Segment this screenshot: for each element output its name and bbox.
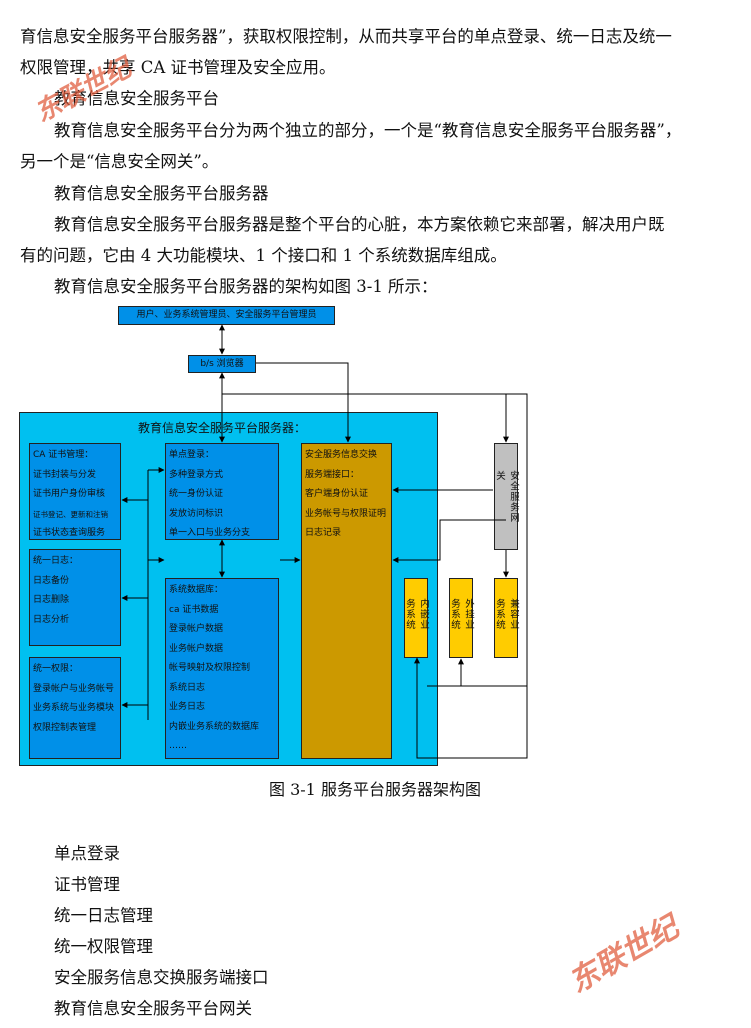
interface-module-item: 业务帐号与权限证明	[305, 508, 387, 519]
database-module-title: 系统数据库：	[169, 585, 224, 595]
compatible-system-box: 兼容业务系统	[494, 578, 519, 658]
log-module: 统一日志： 日志备份 日志删除 日志分析	[29, 549, 121, 646]
list-item: 统一日志管理	[54, 906, 153, 925]
ca-module-title: CA 证书管理：	[33, 450, 94, 460]
plugin-system-label: 外挂业务系统	[449, 598, 474, 631]
paragraph-line-3: 教育信息安全服务平台分为两个独立的部分，一个是“教育信息安全服务平台服务器”，	[54, 121, 682, 140]
permission-module-title: 统一权限：	[33, 664, 79, 674]
log-module-item: 日志备份	[33, 575, 70, 586]
list-item: 统一权限管理	[54, 937, 153, 956]
ca-module-item: 证书用户身份审核	[33, 489, 106, 499]
interface-module-item: 日志记录	[305, 528, 342, 538]
ca-module: CA 证书管理： 证书封装与分发 证书用户身份审核 证书登记、更新和注销 证书状…	[29, 443, 121, 540]
database-module-item: 登录帐户数据	[169, 624, 224, 634]
interface-module: 安全服务信息交换 服务端接口： 客户端身份认证 业务帐号与权限证明 日志记录	[301, 443, 392, 759]
paragraph-line-4: 另一个是“信息安全网关”。	[20, 152, 219, 171]
database-module-item: 业务日志	[169, 702, 206, 712]
permission-module-item: 登录帐户与业务帐号	[33, 683, 115, 694]
ca-module-item: 证书封装与分发	[33, 469, 97, 480]
database-module-item: ca 证书数据	[169, 604, 219, 615]
paragraph-line-7: 教育信息安全服务平台服务器的架构如图 3-1 所示：	[54, 277, 438, 296]
sso-module-item: 多种登录方式	[169, 469, 224, 480]
sso-module-item: 发放访问标识	[169, 508, 224, 519]
heading-server: 教育信息安全服务平台服务器	[54, 184, 269, 203]
interface-module-title: 安全服务信息交换	[305, 450, 378, 460]
list-item: 教育信息安全服务平台网关	[54, 999, 252, 1018]
plugin-system-box: 外挂业务系统	[449, 578, 474, 658]
paragraph-line-6: 有的问题，它由 4 大功能模块、1 个接口和 1 个系统数据库组成。	[20, 246, 507, 265]
embedded-system-box: 内嵌业务系统	[404, 578, 429, 658]
sso-module-item: 统一身份认证	[169, 489, 224, 499]
database-module-item: 帐号映射及权限控制	[169, 663, 251, 673]
compatible-system-label: 兼容业务系统	[494, 598, 519, 631]
interface-module-title: 服务端接口：	[305, 469, 360, 480]
interface-module-item: 客户端身份认证	[305, 489, 369, 499]
log-module-item: 日志分析	[33, 614, 70, 625]
database-module: 系统数据库： ca 证书数据 登录帐户数据 业务帐户数据 帐号映射及权限控制 系…	[165, 578, 279, 759]
paragraph-line-1: 育信息安全服务平台服务器”，获取权限控制，从而共享平台的单点登录、统一日志及统一	[20, 27, 672, 46]
heading-platform: 教育信息安全服务平台	[54, 89, 219, 108]
users-box: 用户、业务系统管理员、安全服务平台管理员	[118, 306, 335, 325]
list-item: 安全服务信息交换服务端接口	[54, 968, 269, 987]
log-module-item: 日志删除	[33, 595, 70, 605]
sso-module-item: 单一入口与业务分支	[169, 528, 251, 538]
permission-module-item: 权限控制表管理	[33, 722, 97, 733]
ca-module-item: 证书状态查询服务	[33, 528, 106, 538]
database-module-item: 业务帐户数据	[169, 643, 224, 654]
permission-module-item: 业务系统与业务模块	[33, 703, 115, 713]
ca-module-item: 证书登记、更新和注销	[33, 509, 108, 519]
gateway-box: 安全服务网关	[494, 443, 519, 550]
database-module-item: 内嵌业务系统的数据库	[169, 721, 260, 732]
database-module-item: 系统日志	[169, 682, 206, 693]
sso-module-title: 单点登录：	[169, 450, 215, 460]
sso-module: 单点登录： 多种登录方式 统一身份认证 发放访问标识 单一入口与业务分支	[165, 443, 279, 540]
embedded-system-label: 内嵌业务系统	[404, 598, 429, 631]
figure-caption: 图 3-1 服务平台服务器架构图	[269, 780, 481, 799]
list-item: 证书管理	[54, 875, 120, 894]
log-module-title: 统一日志：	[33, 556, 79, 566]
gateway-label: 安全服务网关	[494, 470, 519, 523]
database-module-item: ……	[169, 741, 187, 751]
permission-module: 统一权限： 登录帐户与业务帐号 业务系统与业务模块 权限控制表管理	[29, 657, 121, 759]
list-item: 单点登录	[54, 844, 120, 863]
paragraph-line-5: 教育信息安全服务平台服务器是整个平台的心脏，本方案依赖它来部署，解决用户既	[54, 215, 665, 234]
paragraph-line-2: 权限管理，共享 CA 证书管理及安全应用。	[20, 58, 336, 77]
